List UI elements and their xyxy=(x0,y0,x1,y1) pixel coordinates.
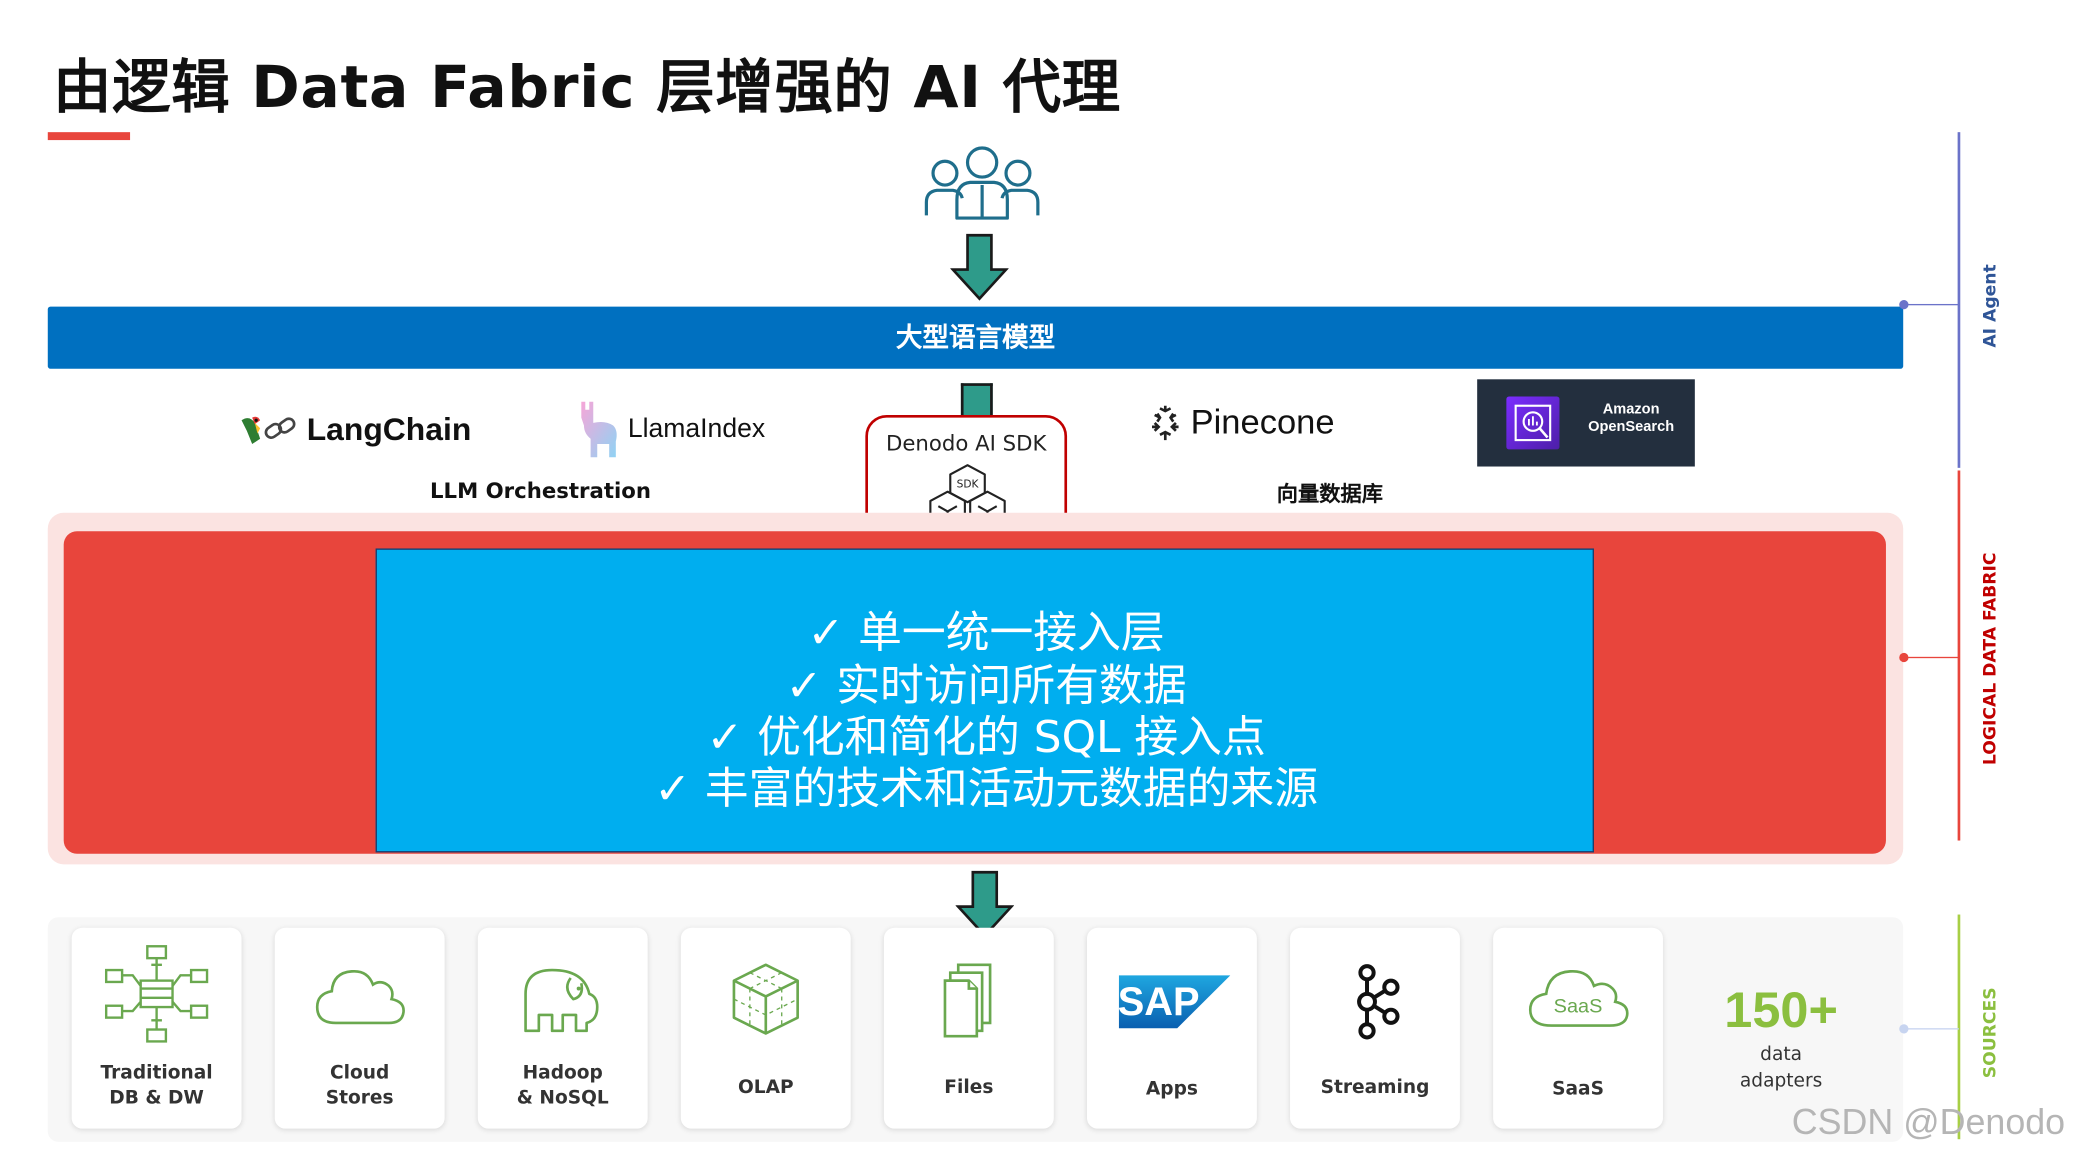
adapters-label: data xyxy=(1760,1044,1803,1066)
sdk-title: Denodo AI SDK xyxy=(886,430,1047,456)
vector-db-caption: 向量数据库 xyxy=(1276,481,1383,507)
files-icon xyxy=(943,963,992,1038)
amazon-opensearch-logo: Amazon OpenSearch xyxy=(1477,379,1695,467)
source-card-cloud-stores: Cloud Stores xyxy=(274,927,445,1129)
source-label: SaaS xyxy=(1552,1078,1604,1100)
source-card-files: Files xyxy=(883,927,1054,1129)
elephant-icon xyxy=(524,968,599,1033)
fabric-dot xyxy=(1899,652,1909,663)
saas-cloud-icon: SaaS xyxy=(1528,969,1629,1027)
fabric-bullet-2: ✓ 实时访问所有数据 xyxy=(785,659,1187,712)
adapters-label: adapters xyxy=(1739,1070,1823,1092)
fabric-bullet-1: ✓ 单一统一接入层 xyxy=(807,606,1165,659)
source-label: Files xyxy=(944,1077,994,1099)
source-label: OLAP xyxy=(737,1077,794,1099)
fabric-bullet-4: ✓ 丰富的技术和活动元数据的来源 xyxy=(654,762,1318,815)
llamaindex-name: LlamaIndex xyxy=(627,414,766,444)
opensearch-label: OpenSearch xyxy=(1588,418,1675,435)
source-label: Streaming xyxy=(1320,1077,1430,1099)
sdk-badge: SDK xyxy=(957,479,980,491)
parrot-chain-icon xyxy=(241,416,296,445)
page-title: 由逻辑 Data Fabric 层增强的 AI 代理 xyxy=(53,54,1121,122)
sdk-connector xyxy=(960,383,993,421)
llm-bar-label: 大型语言模型 xyxy=(895,321,1056,353)
source-label: Hadoop xyxy=(522,1062,603,1084)
title-underline xyxy=(47,132,131,141)
source-label: Apps xyxy=(1145,1078,1198,1100)
sap-logo-icon: SAP xyxy=(1118,975,1231,1029)
amazon-label: Amazon xyxy=(1602,401,1660,418)
source-label: DB & DW xyxy=(109,1087,204,1109)
pinecone-icon xyxy=(1152,405,1179,440)
side-label-ai-agent: AI Agent xyxy=(1980,264,2001,348)
llama-icon xyxy=(581,401,617,458)
adapters-count: 150+ xyxy=(1724,983,1838,1039)
sources-connector xyxy=(1905,1028,1959,1030)
llm-bar: 大型语言模型 xyxy=(47,306,1904,369)
kafka-icon xyxy=(1357,964,1400,1040)
cloud-icon xyxy=(315,969,405,1025)
watermark: CSDN @Denodo xyxy=(1791,1102,2066,1142)
source-label: & NoSQL xyxy=(516,1087,609,1109)
fabric-connector xyxy=(1905,656,1959,659)
saas-icon-text: SaaS xyxy=(1554,995,1603,1017)
fabric-bracket-line xyxy=(1957,470,1961,841)
adapters-count-block: 150+ data adapters xyxy=(1699,981,1864,1095)
source-label: Traditional xyxy=(100,1062,213,1084)
source-card-saas: SaaS SaaS xyxy=(1493,927,1663,1129)
fabric-features-box: ✓ 单一统一接入层 ✓ 实时访问所有数据 ✓ 优化和简化的 SQL 接入点 ✓ … xyxy=(375,548,1594,853)
fabric-bullet-3: ✓ 优化和简化的 SQL 接入点 xyxy=(706,711,1266,763)
agent-connector xyxy=(1905,303,1959,306)
sources-dot xyxy=(1899,1024,1909,1034)
side-label-logical-data-fabric: LOGICAL DATA FABRIC xyxy=(1980,552,2001,766)
arrow-down-icon xyxy=(950,233,1009,301)
source-card-hadoop-nosql: Hadoop & NoSQL xyxy=(477,927,648,1129)
arrow-down-icon xyxy=(955,870,1014,938)
source-card-streaming: Streaming xyxy=(1290,927,1460,1129)
agent-dot xyxy=(1899,300,1909,310)
langchain-logo: LangChain xyxy=(236,412,471,449)
database-network-icon xyxy=(104,945,209,1043)
langchain-name: LangChain xyxy=(306,412,472,449)
source-card-traditional-db: Traditional DB & DW xyxy=(71,927,242,1129)
llamaindex-logo: LlamaIndex xyxy=(573,399,765,460)
source-label: Stores xyxy=(325,1087,394,1109)
orchestration-caption: LLM Orchestration xyxy=(430,478,651,504)
side-label-sources: SOURCES xyxy=(1980,987,2001,1079)
sources-bracket-line xyxy=(1957,914,1961,1140)
opensearch-icon xyxy=(1506,396,1560,450)
cube-icon xyxy=(732,963,799,1035)
source-card-apps: SAP Apps xyxy=(1086,927,1257,1129)
pinecone-logo: Pinecone xyxy=(1147,402,1335,443)
source-label: Cloud xyxy=(330,1062,390,1084)
pinecone-name: Pinecone xyxy=(1190,401,1335,442)
source-card-olap: OLAP xyxy=(680,927,851,1129)
agent-bracket-line xyxy=(1957,132,1961,468)
users-icon xyxy=(924,146,1040,220)
sap-logo-text: SAP xyxy=(1119,980,1200,1024)
